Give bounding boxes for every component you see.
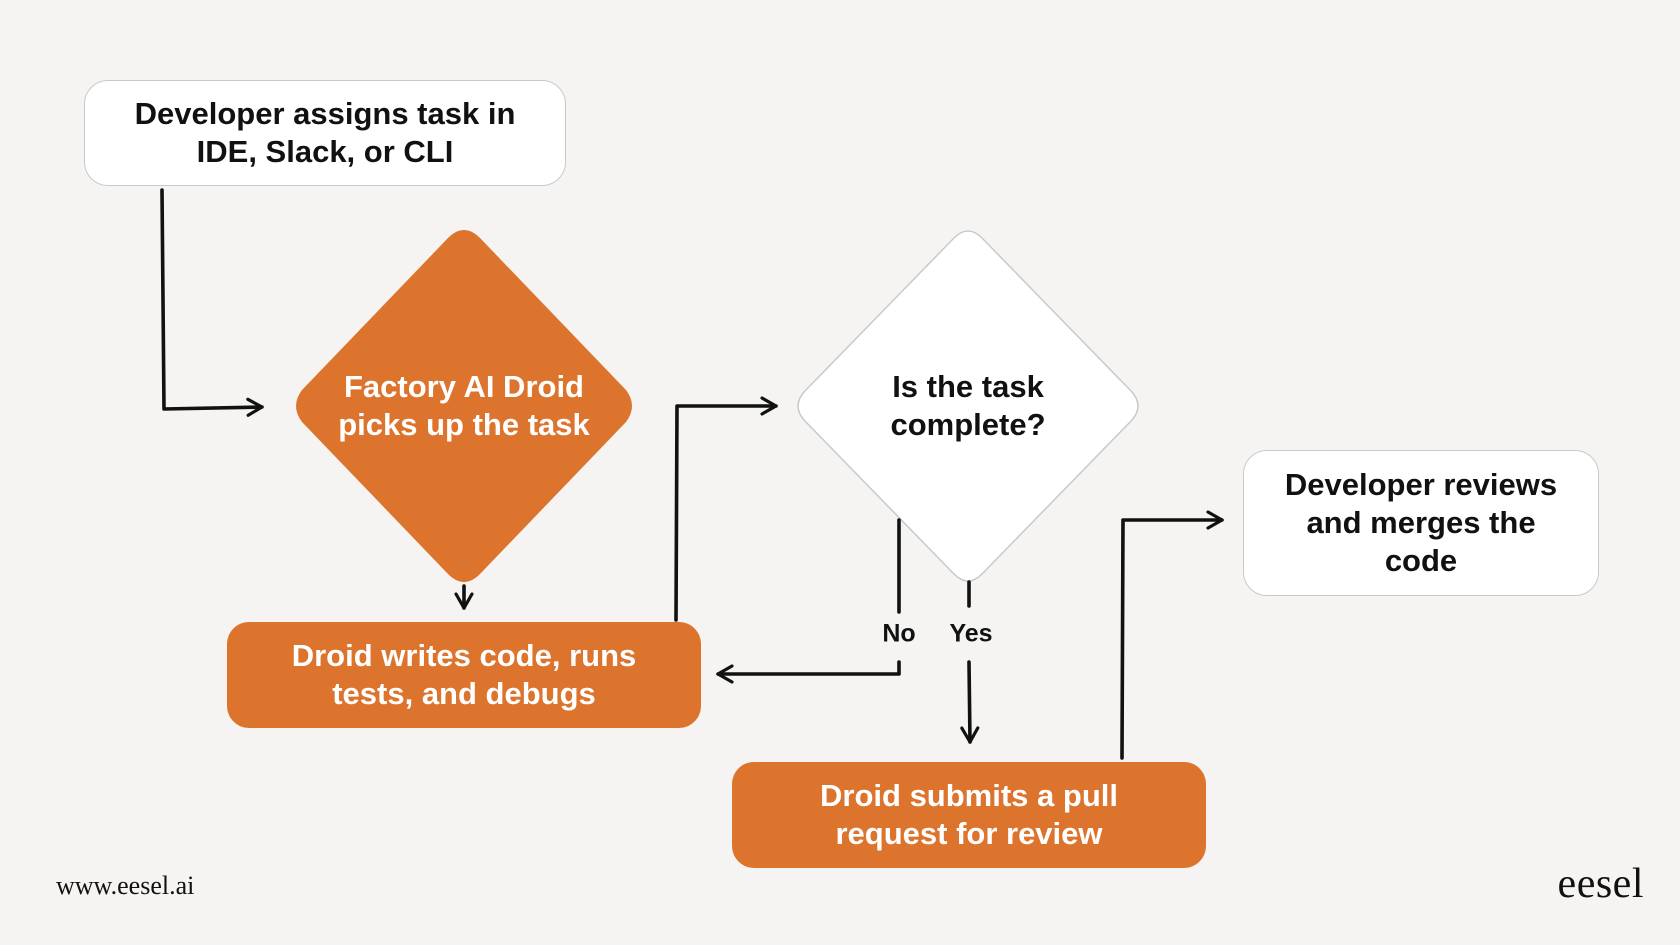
node-submits-pr-label: Droid submits a pull request for review (820, 778, 1118, 851)
edge-submits-to-reviews (1120, 510, 1224, 760)
node-droid-picks: Factory AI Droid picks up the task (334, 340, 594, 472)
node-developer-reviews-label: Developer reviews and merges the code (1284, 467, 1558, 578)
node-writes-code-label: Droid writes code, runs tests, and debug… (291, 638, 637, 711)
edge-label-no: No (882, 619, 916, 648)
node-droid-picks-label: Factory AI Droid picks up the task (338, 369, 590, 442)
node-developer-assigns-label: Developer assigns task in IDE, Slack, or… (134, 96, 516, 169)
edge-label-yes: Yes (949, 619, 993, 648)
node-submits-pr: Droid submits a pull request for review (732, 762, 1206, 868)
edge-no-to-writes (716, 660, 901, 684)
brand-logo: eesel (1557, 861, 1644, 907)
node-decision: Is the task complete? (858, 360, 1078, 452)
node-developer-reviews: Developer reviews and merges the code (1243, 450, 1599, 596)
node-developer-assigns: Developer assigns task in IDE, Slack, or… (84, 80, 566, 186)
footer-url: www.eesel.ai (56, 871, 195, 900)
decision-diamond-shape (797, 230, 1139, 582)
edge-assign-to-droid (160, 188, 264, 417)
edge-writes-to-decision (674, 396, 778, 622)
node-writes-code: Droid writes code, runs tests, and debug… (227, 622, 701, 728)
droid-picks-diamond-shape (296, 230, 632, 582)
node-decision-label: Is the task complete? (890, 369, 1046, 442)
edge-yes-to-submits (960, 660, 980, 744)
